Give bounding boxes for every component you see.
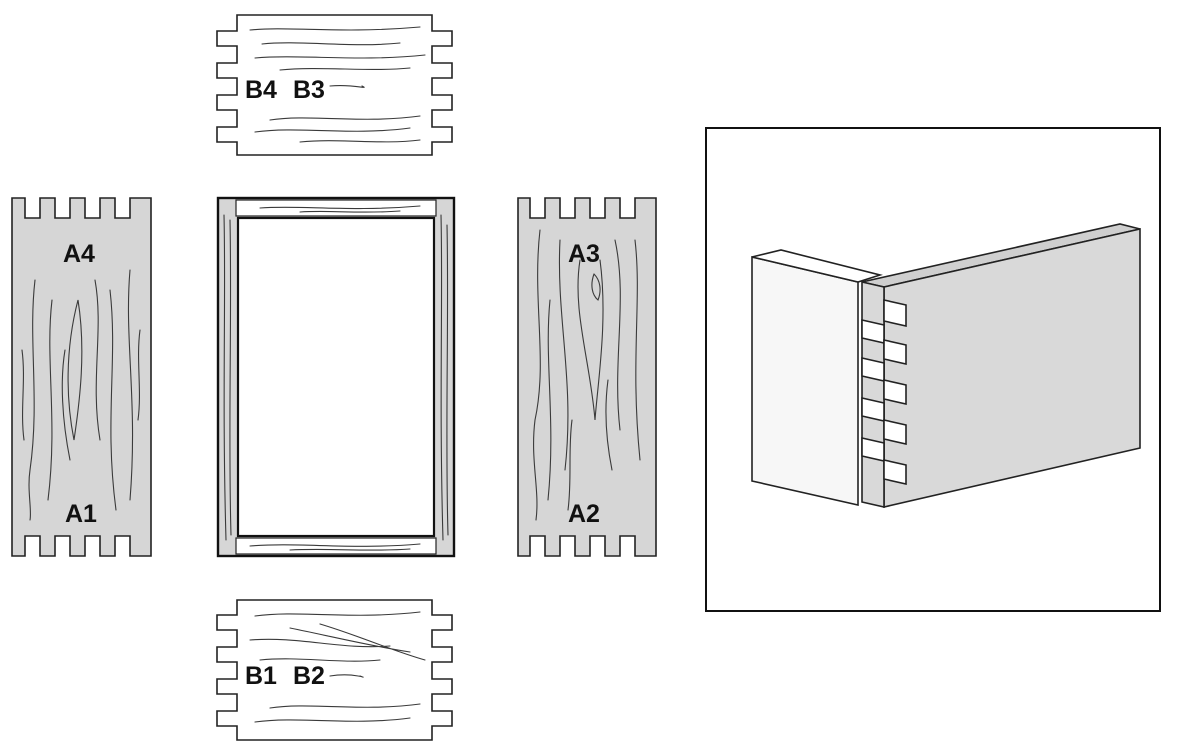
joint-finger	[883, 378, 907, 406]
joint-detail-panel	[705, 127, 1161, 612]
joint-finger	[883, 458, 907, 486]
joint-finger	[883, 418, 907, 446]
label-a4: A4	[63, 240, 95, 268]
right-side-board-shape	[517, 197, 657, 557]
joint-left-board-face	[751, 255, 859, 507]
joint-finger	[861, 318, 885, 345]
label-a1: A1	[65, 500, 97, 528]
top-end-grain	[249, 26, 426, 143]
joint-finger	[883, 338, 907, 366]
label-b4: B4	[245, 76, 277, 104]
left-side-board: A4 A1	[11, 197, 152, 557]
label-b3: B3	[293, 76, 325, 104]
bottom-end-grain	[249, 611, 426, 723]
label-a3: A3	[568, 240, 600, 268]
label-b2: B2	[293, 662, 325, 690]
joint-right-board-end	[861, 280, 885, 509]
joint-left-board-top	[751, 249, 883, 283]
joint-finger	[861, 396, 885, 423]
frame-opening	[236, 216, 436, 538]
joint-fingers	[861, 298, 907, 486]
bottom-end-board: B1 B2	[216, 599, 453, 741]
joint-finger	[883, 298, 907, 328]
joint-finger	[861, 356, 885, 383]
label-b1: B1	[245, 662, 277, 690]
bottom-end-board-shape	[216, 599, 453, 741]
assembled-frame	[216, 196, 456, 558]
label-a2: A2	[568, 500, 600, 528]
right-side-board: A3 A2	[517, 197, 657, 557]
top-end-board-shape	[216, 14, 453, 156]
left-side-grain	[21, 269, 141, 521]
frame-grain	[223, 205, 449, 551]
right-side-grain	[533, 229, 641, 521]
top-end-board: B4 B3	[216, 14, 453, 156]
joint-finger	[861, 436, 885, 463]
